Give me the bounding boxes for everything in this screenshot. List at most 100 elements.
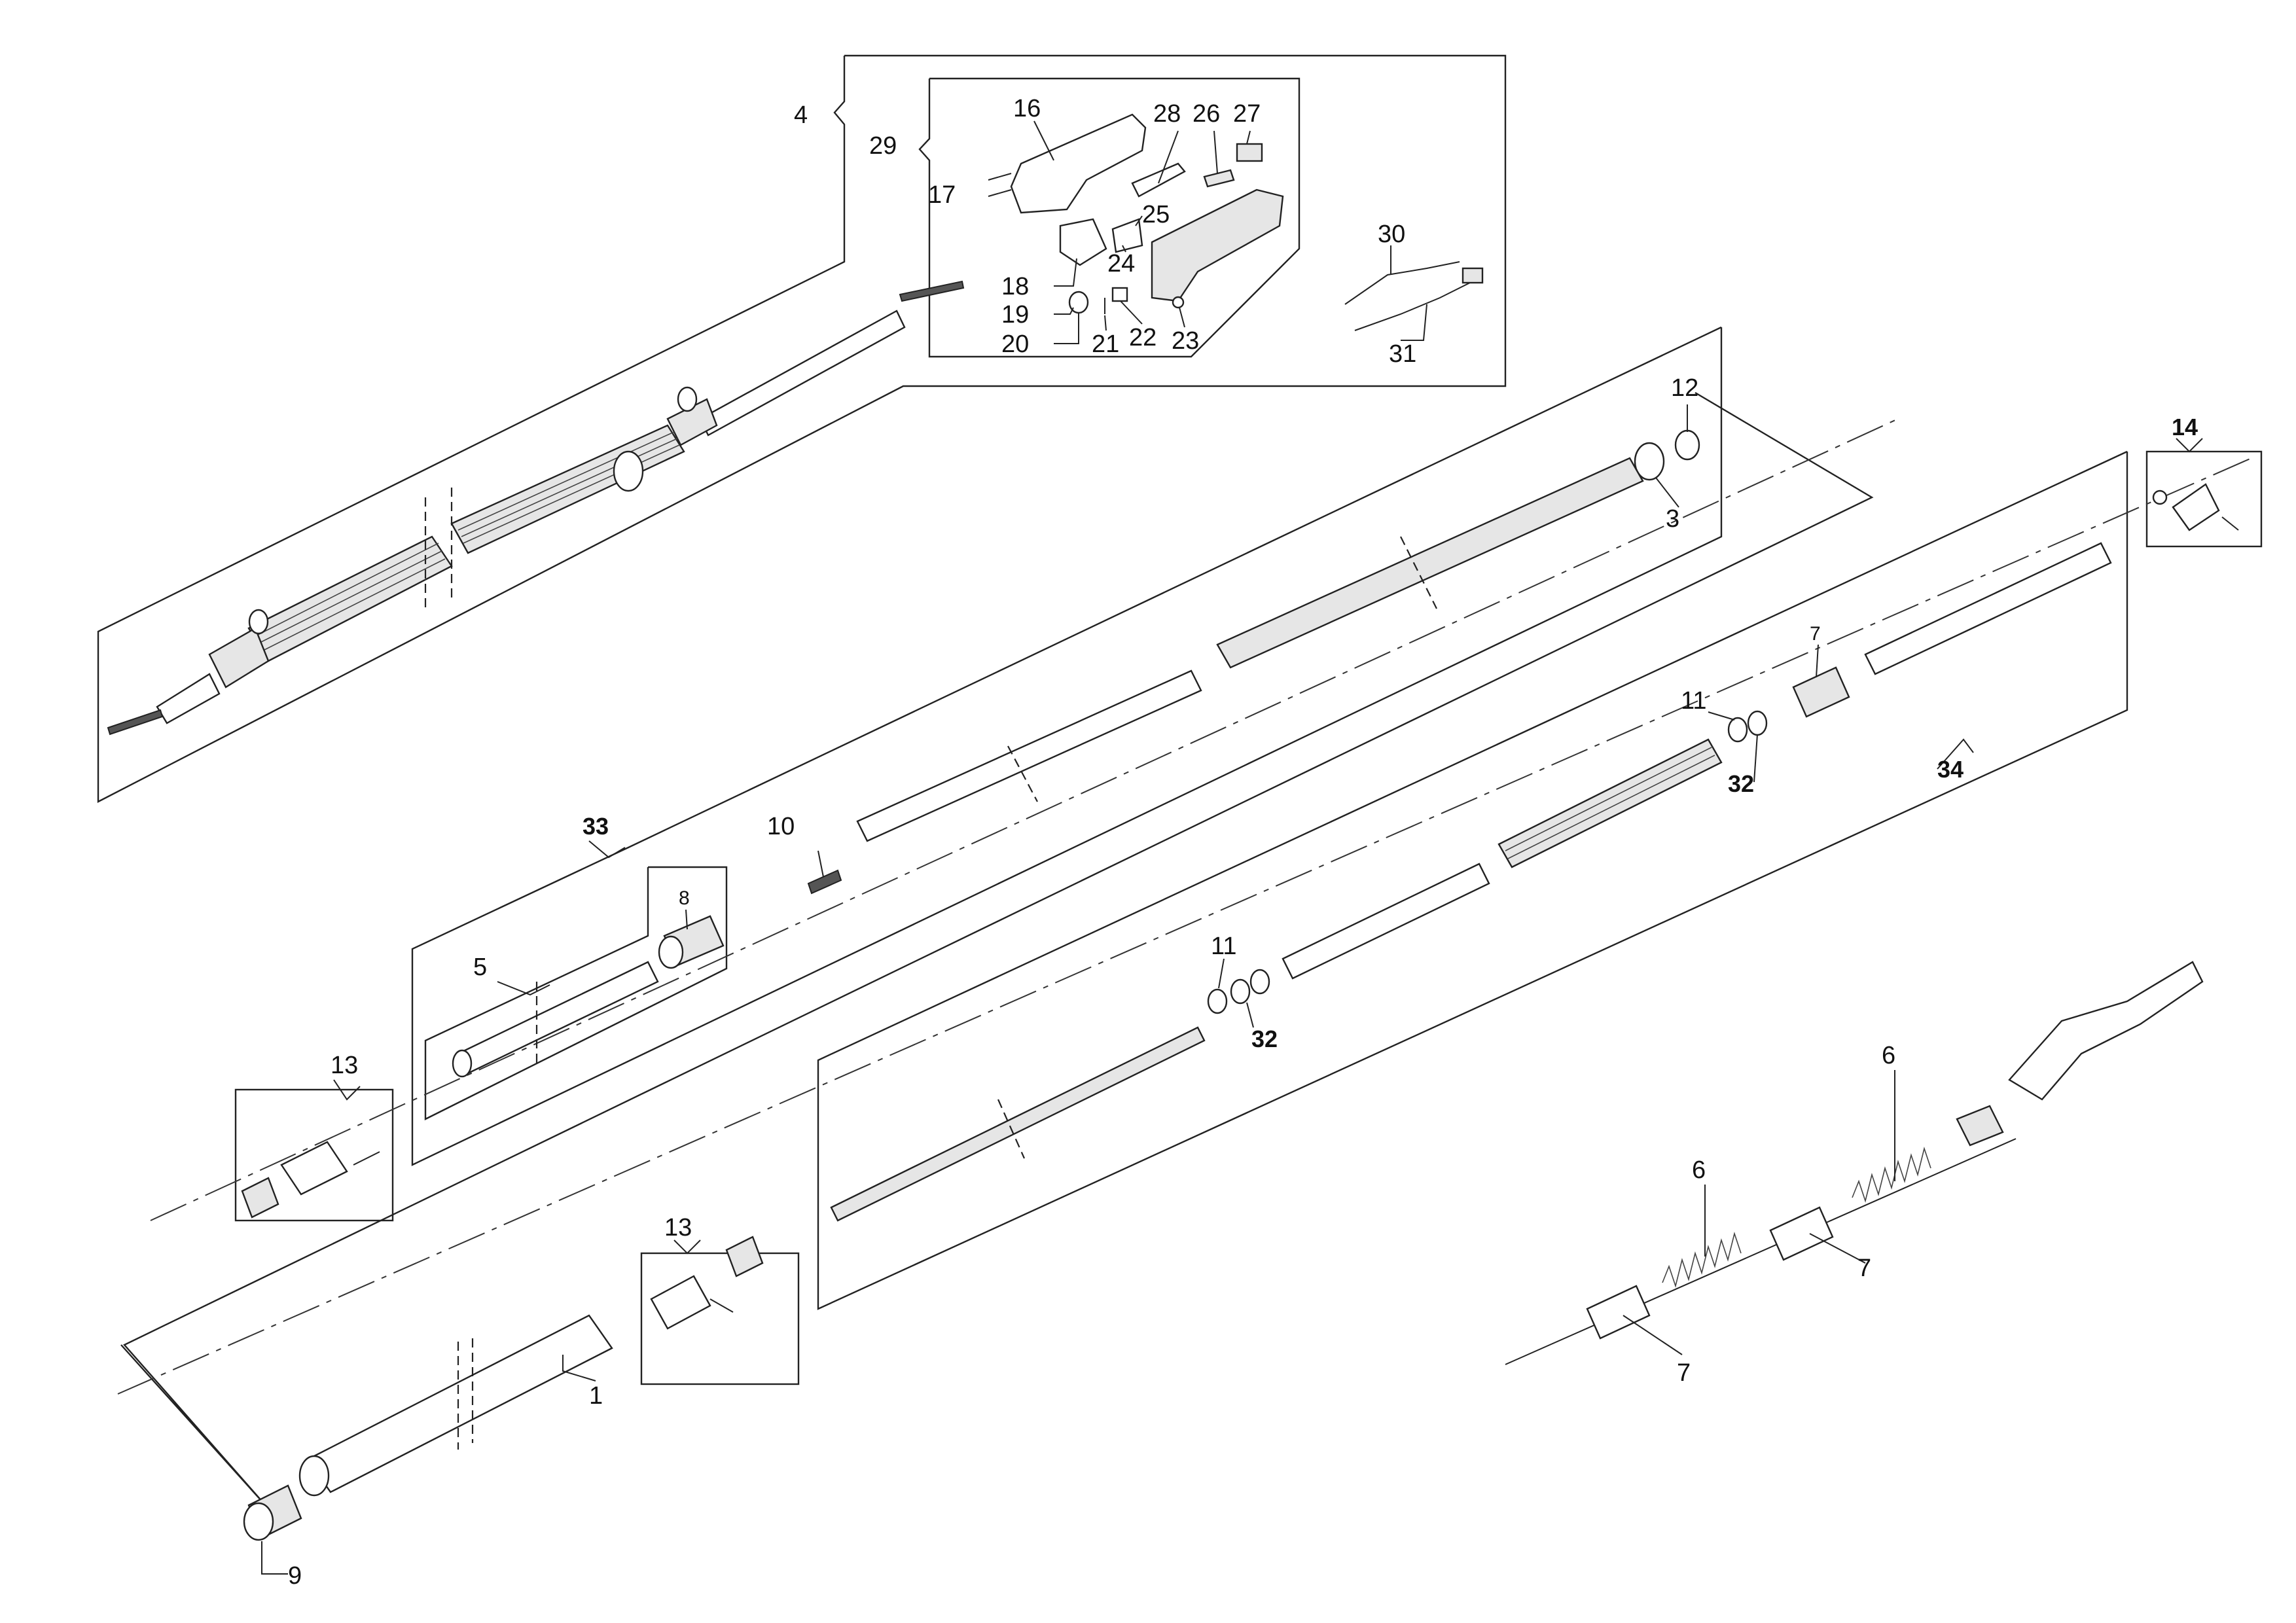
inset-spring-arrangement: [1505, 961, 2204, 1365]
tube-5-end: [452, 1049, 473, 1078]
leader-5: [497, 981, 550, 996]
bolt-13-upper: [353, 1151, 380, 1166]
label-part-12: 12: [1671, 374, 1698, 402]
label-part-14: 14: [2172, 414, 2198, 440]
leader-19: [1054, 307, 1074, 315]
inner-shaft-assembly-34: [830, 483, 2239, 1222]
nut-14: [2152, 490, 2168, 505]
drive-shaft: [830, 1026, 1206, 1222]
inset-spring-6a: [1662, 1232, 1742, 1288]
label-part-5: 5: [473, 954, 487, 981]
part-26: [1203, 169, 1235, 188]
leader-3: [1655, 477, 1679, 508]
label-part-19: 19: [1001, 301, 1029, 329]
label-part-34: 34: [1937, 756, 1964, 783]
switch-27: [1236, 143, 1263, 162]
inset-sleeve-7a: [1586, 1285, 1651, 1340]
label-part-28: 28: [1153, 100, 1181, 128]
upper-collar: [613, 450, 644, 492]
leader-32-lower: [1246, 1002, 1254, 1028]
inset-coupling: [1956, 1105, 2004, 1147]
inset-handle: [2008, 961, 2204, 1101]
part-labels: 4 29 16 17 28 26 27 25 24 18 19 20 21 22…: [288, 95, 2198, 1590]
leader-18: [1054, 258, 1077, 287]
frame-assembly-4: [97, 54, 1507, 803]
label-part-17: 17: [928, 181, 956, 209]
frame-lower-1: [120, 391, 1874, 1509]
leader-14: [2176, 438, 2203, 453]
washer-32-upper: [1747, 710, 1768, 736]
lower-clamp-knob: [248, 609, 269, 635]
splined-tube-ribs: [1505, 747, 1715, 859]
inset-sleeve-7b: [1769, 1206, 1834, 1261]
axis-lower: [117, 457, 2252, 1395]
trigger-28: [1131, 162, 1186, 198]
leader-1: [562, 1355, 596, 1382]
washer-11-lower: [1207, 988, 1228, 1014]
label-part-10: 10: [767, 813, 795, 840]
leader-11-upper: [1708, 711, 1735, 721]
outer-tube-upper: [1216, 457, 1644, 669]
label-part-9: 9: [288, 1562, 302, 1590]
clamp-13-upper: [280, 1141, 348, 1196]
screw-17b: [988, 189, 1012, 197]
part-22: [1111, 287, 1128, 302]
leader-16: [1033, 120, 1054, 161]
handle-grip: [1151, 188, 1284, 302]
label-part-31: 31: [1389, 340, 1416, 368]
leader-lines: [261, 120, 2203, 1575]
shaft-tip-right: [899, 280, 965, 302]
label-part-30: 30: [1378, 221, 1405, 248]
label-part-7-top: 7: [1810, 623, 1821, 645]
end-cap-9-opening: [243, 1502, 274, 1541]
label-part-8: 8: [679, 887, 690, 909]
leader-23: [1179, 307, 1185, 328]
washer-12: [1674, 429, 1700, 461]
leader-28: [1158, 130, 1179, 184]
label-part-13-lower: 13: [664, 1214, 692, 1241]
leader-11-lower: [1218, 958, 1225, 989]
washer-32-lower: [1230, 978, 1251, 1005]
middle-tube: [1282, 863, 1490, 980]
inset-shaft: [1505, 1138, 2017, 1365]
bolt-14: [2221, 516, 2239, 531]
bracket-14: [2172, 483, 2220, 531]
sleeve-3: [1634, 442, 1665, 481]
wire-30: [1344, 261, 1460, 305]
leader-33: [588, 840, 626, 859]
leader-32-upper: [1753, 734, 1758, 783]
label-part-29: 29: [869, 132, 897, 160]
wire-31: [1354, 281, 1473, 331]
leader-27: [1246, 130, 1251, 145]
leader-8: [685, 909, 688, 930]
leader-7-inset-b: [1809, 1233, 1866, 1264]
label-part-13-upper: 13: [331, 1052, 358, 1079]
center-axes: [117, 418, 2252, 1395]
label-part-11-lower: 11: [1211, 933, 1236, 960]
label-part-20: 20: [1001, 330, 1029, 358]
label-part-24: 24: [1107, 250, 1135, 277]
lower-tube-ribs: [255, 543, 446, 652]
sleeve-7-top: [1792, 666, 1850, 718]
leader-10: [817, 850, 824, 878]
label-part-33: 33: [583, 813, 609, 840]
main-tube-end: [298, 1455, 330, 1497]
leader-25: [1135, 215, 1143, 226]
handle-half-16: [1010, 113, 1147, 214]
label-part-18: 18: [1001, 273, 1029, 300]
leader-26: [1213, 130, 1218, 174]
leader-21: [1104, 315, 1107, 331]
bolt-13-lower: [709, 1298, 734, 1313]
frame-13-lower: [640, 1252, 800, 1385]
leader-7-inset-a: [1623, 1315, 1683, 1355]
leader-24: [1122, 245, 1126, 253]
clamp-13-lower: [650, 1275, 711, 1330]
label-part-4: 4: [794, 101, 808, 129]
leader-20: [1054, 313, 1079, 344]
connector-31: [1462, 267, 1484, 284]
extension-pole-33: [452, 429, 1700, 1078]
break-mark-d: [1007, 745, 1038, 802]
lower-clamp: [208, 627, 270, 688]
label-part-16: 16: [1013, 95, 1041, 122]
